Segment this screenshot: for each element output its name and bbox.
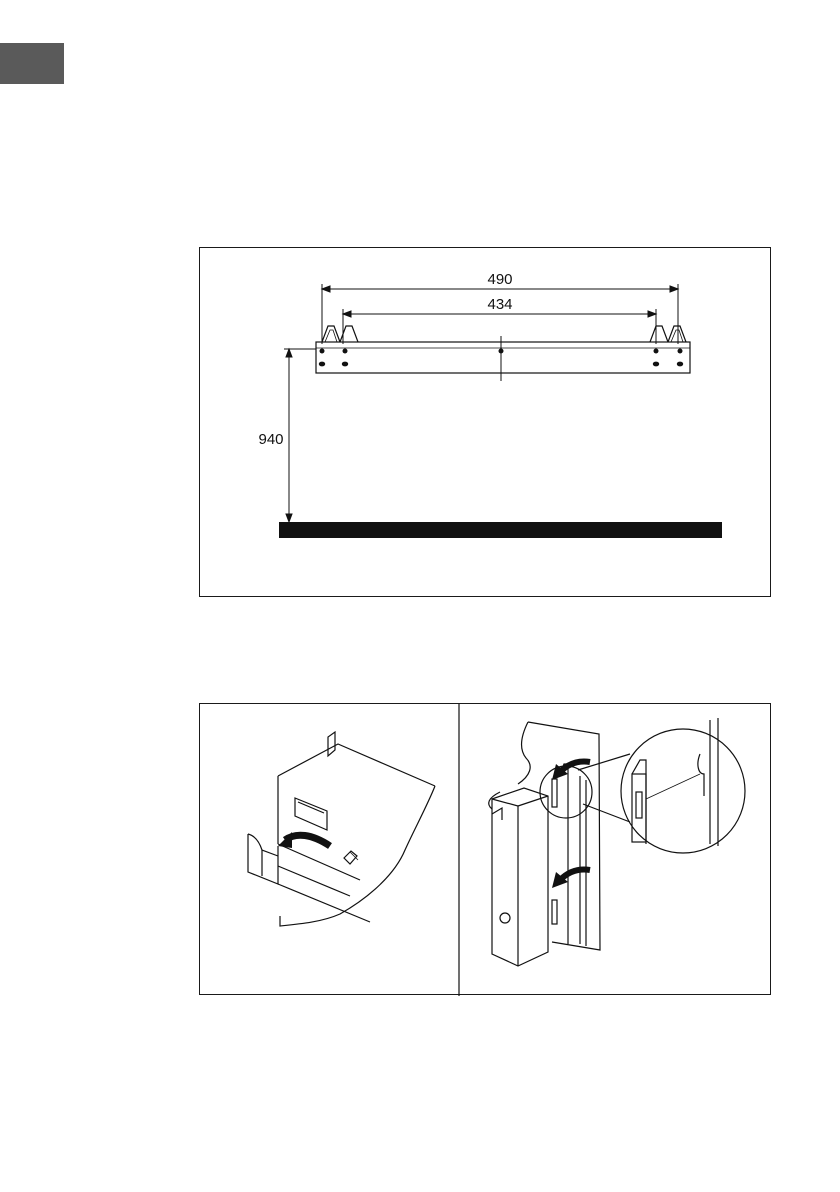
inner-width-label: 434 — [487, 296, 512, 313]
bracket-dimension-drawing: 490 434 940 — [200, 248, 772, 598]
installation-figure — [199, 703, 771, 995]
wall-bracket — [316, 342, 690, 373]
unit-wall-mount-drawing — [489, 718, 745, 966]
outer-width-label: 490 — [487, 271, 512, 288]
unit-hook-closeup — [248, 732, 435, 926]
bracket-dimension-figure: 490 434 940 — [199, 247, 771, 597]
wall-hang-arrow-icon — [560, 761, 590, 772]
installation-drawing — [200, 704, 772, 996]
floor-line — [279, 522, 722, 538]
mount-height-label: 940 — [258, 431, 283, 448]
language-tab — [0, 43, 64, 84]
